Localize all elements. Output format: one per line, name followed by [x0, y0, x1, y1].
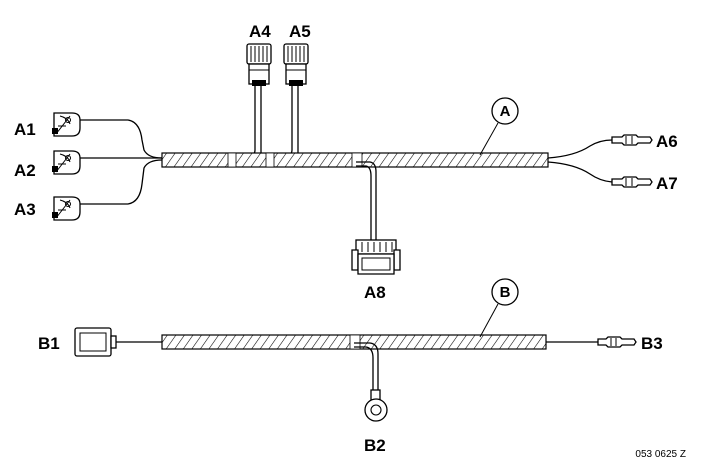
wire-a3 — [80, 159, 163, 205]
terminal-b3 — [597, 336, 637, 348]
wire-a4b — [232, 86, 262, 162]
connector-a4 — [246, 43, 272, 86]
terminal-b2 — [364, 389, 388, 422]
sleeve-a-band-1 — [227, 152, 237, 168]
connector-a3 — [52, 196, 81, 221]
label-a4: A4 — [249, 22, 271, 41]
label-a6: A6 — [656, 132, 678, 151]
label-a1: A1 — [14, 120, 36, 139]
wire-a5b — [270, 86, 299, 162]
connector-b1 — [74, 327, 117, 357]
label-a7: A7 — [656, 174, 678, 193]
wire-a8b — [356, 165, 372, 240]
label-b1: B1 — [38, 334, 60, 353]
wire-a5 — [270, 86, 293, 158]
label-a8: A8 — [364, 283, 386, 302]
callout-a-label: A — [500, 103, 511, 120]
sleeve-a-band-3 — [351, 152, 363, 168]
wire-a1 — [80, 119, 163, 159]
label-a3: A3 — [14, 200, 36, 219]
connector-a1 — [52, 112, 81, 137]
harness-a: A A1 A2 A3 A4 A5 A6 A7 A8 — [14, 22, 678, 302]
label-a2: A2 — [14, 161, 36, 180]
wire-a6 — [547, 139, 622, 159]
wire-b2 — [354, 342, 379, 390]
terminal-a6 — [611, 134, 653, 146]
callout-b: B — [479, 278, 519, 338]
label-a5: A5 — [289, 22, 311, 41]
wire-a7 — [547, 161, 622, 183]
connector-a5 — [283, 43, 309, 86]
label-b2: B2 — [364, 436, 386, 455]
connector-a2 — [52, 150, 81, 175]
terminal-a7 — [611, 176, 653, 188]
wire-a8 — [356, 161, 377, 240]
reference-code: 053 0625 Z — [635, 449, 686, 460]
sleeve-a-band-2 — [265, 152, 275, 168]
callout-b-label: B — [500, 284, 511, 301]
label-b3: B3 — [641, 334, 663, 353]
harness-b: B B1 B2 B3 — [38, 278, 663, 455]
wire-a4 — [232, 86, 256, 158]
connector-a8 — [351, 239, 401, 275]
sleeve-b-band — [349, 334, 361, 350]
callout-a: A — [479, 97, 519, 156]
wire-b2b — [354, 346, 374, 390]
